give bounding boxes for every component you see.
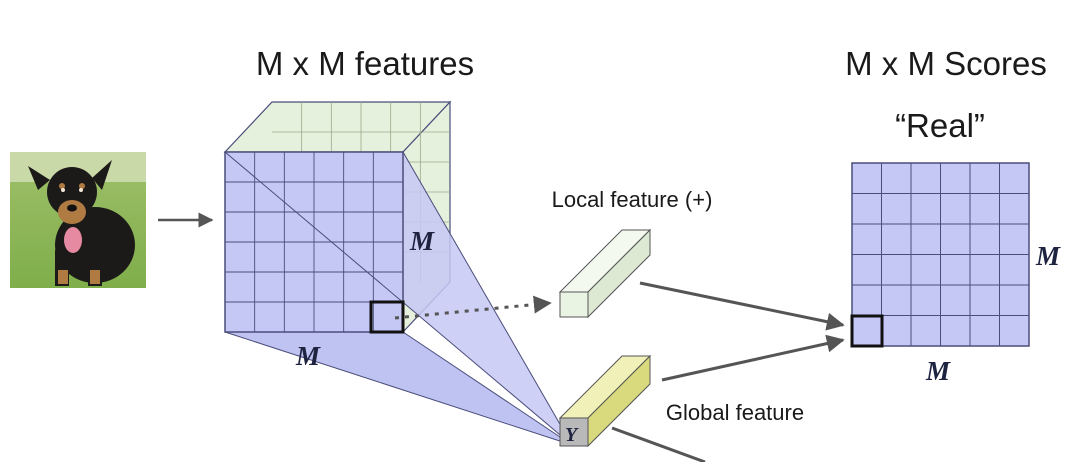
- score-grid: [850, 162, 1030, 348]
- feature-cube: [223, 100, 573, 446]
- global-output-line: [611, 426, 706, 462]
- cube-side-m-label: M: [409, 226, 435, 256]
- y-node: [559, 417, 589, 447]
- score-side-m-label: M: [1035, 241, 1061, 271]
- cube-bottom-m-label: M: [295, 341, 321, 371]
- score-cell-highlight: [850, 314, 884, 348]
- global-feature-label: Global feature: [666, 400, 804, 425]
- global-to-score-arrow: [661, 334, 845, 382]
- dog-photo: [10, 152, 146, 288]
- global-feature-bar: [558, 354, 652, 448]
- local-cell-highlight: [369, 300, 405, 334]
- scores-title: M x M Scores: [845, 45, 1047, 82]
- y-label: Y: [565, 424, 579, 446]
- score-bottom-m-label: M: [925, 356, 951, 386]
- features-title: M x M features: [256, 45, 474, 82]
- local-feature-bar: [558, 228, 652, 319]
- local-feature-label: Local feature (+): [552, 187, 713, 212]
- local-to-score-arrow: [639, 281, 845, 331]
- real-label: “Real”: [895, 107, 985, 144]
